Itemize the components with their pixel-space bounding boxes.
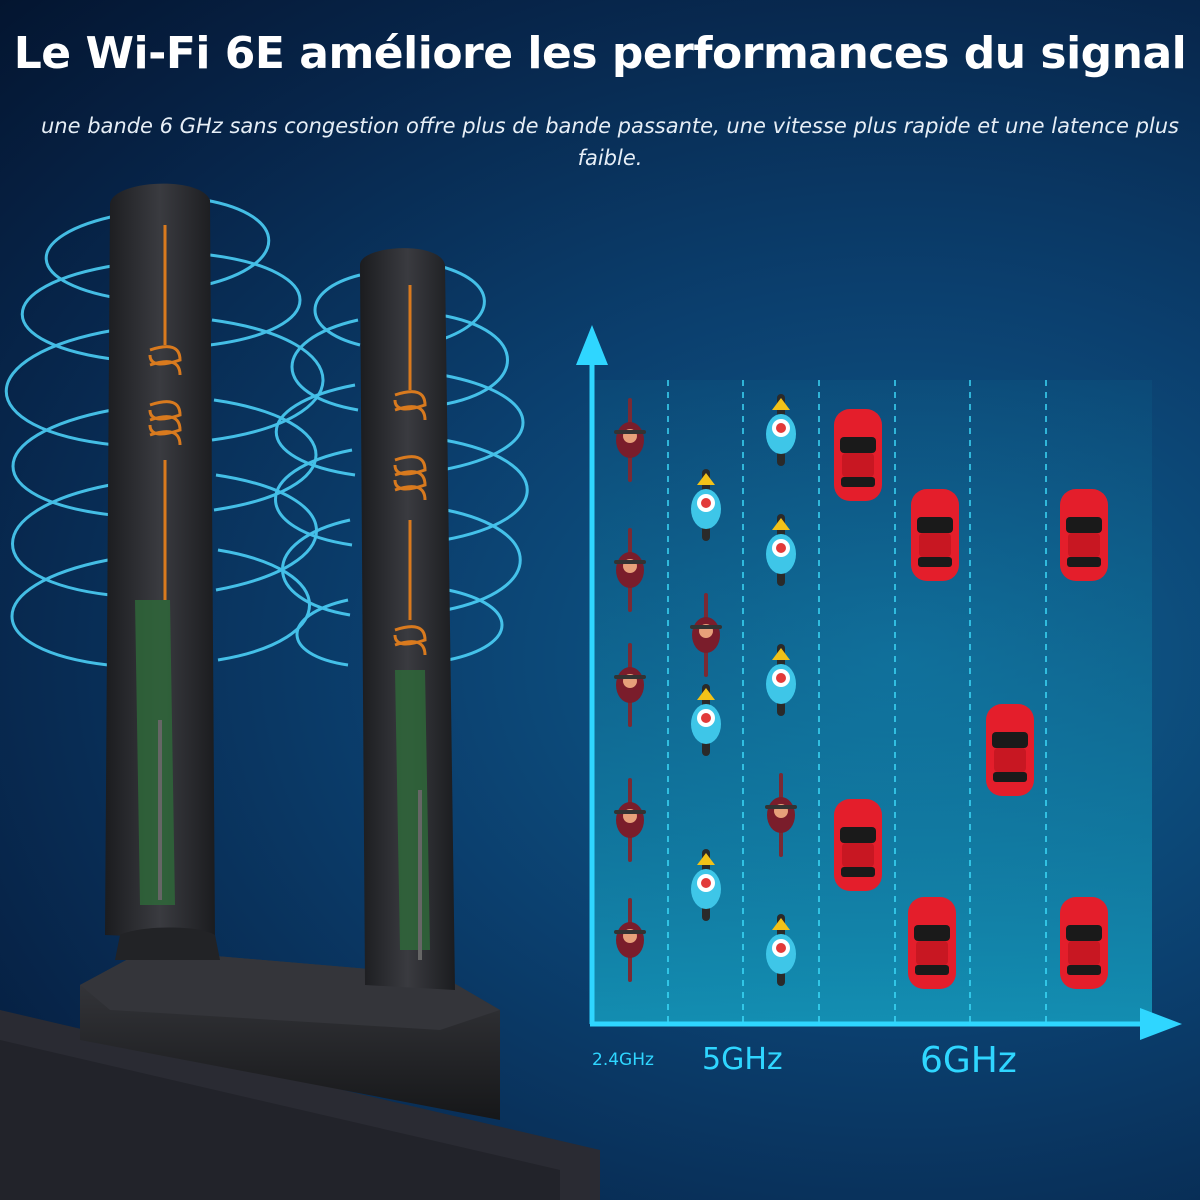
motorcycle-rider-icon xyxy=(766,394,796,466)
motorcycle-rider-icon xyxy=(766,644,796,716)
motorcycle-rider-icon xyxy=(691,849,721,921)
band-label-5ghz: 5GHz xyxy=(702,1042,783,1077)
antenna-base xyxy=(80,950,500,1120)
band-label-2-4ghz: 2.4GHz xyxy=(592,1050,654,1070)
page-title: Le Wi-Fi 6E améliore les performances du… xyxy=(13,28,1187,79)
car-icon xyxy=(908,897,956,989)
antenna-icon xyxy=(105,183,220,960)
motorcycle-rider-icon xyxy=(766,914,796,986)
x-axis-arrow xyxy=(1140,1008,1182,1040)
motorcycle-rider-icon xyxy=(691,684,721,756)
signal-wave-icon xyxy=(4,198,529,667)
bicycle-rider-icon xyxy=(690,593,722,677)
bicycle-rider-icon xyxy=(614,778,646,862)
car-icon xyxy=(834,409,882,501)
bicycle-rider-icon xyxy=(614,643,646,727)
car-icon xyxy=(1060,897,1108,989)
car-icon xyxy=(1060,489,1108,581)
car-icon xyxy=(986,704,1034,796)
bicycle-rider-icon xyxy=(765,773,797,857)
car-icon xyxy=(834,799,882,891)
car-icon xyxy=(911,489,959,581)
bicycle-rider-icon xyxy=(614,528,646,612)
page-subtitle: une bande 6 GHz sans congestion offre pl… xyxy=(41,114,1179,170)
motorcycle-rider-icon xyxy=(766,514,796,586)
vehicles xyxy=(614,394,1108,989)
motorcycle-rider-icon xyxy=(691,469,721,541)
antenna-icon xyxy=(360,248,455,990)
y-axis-arrow xyxy=(576,325,608,365)
bicycle-rider-icon xyxy=(614,398,646,482)
bicycle-rider-icon xyxy=(614,898,646,982)
band-label-6ghz: 6GHz xyxy=(920,1040,1017,1081)
